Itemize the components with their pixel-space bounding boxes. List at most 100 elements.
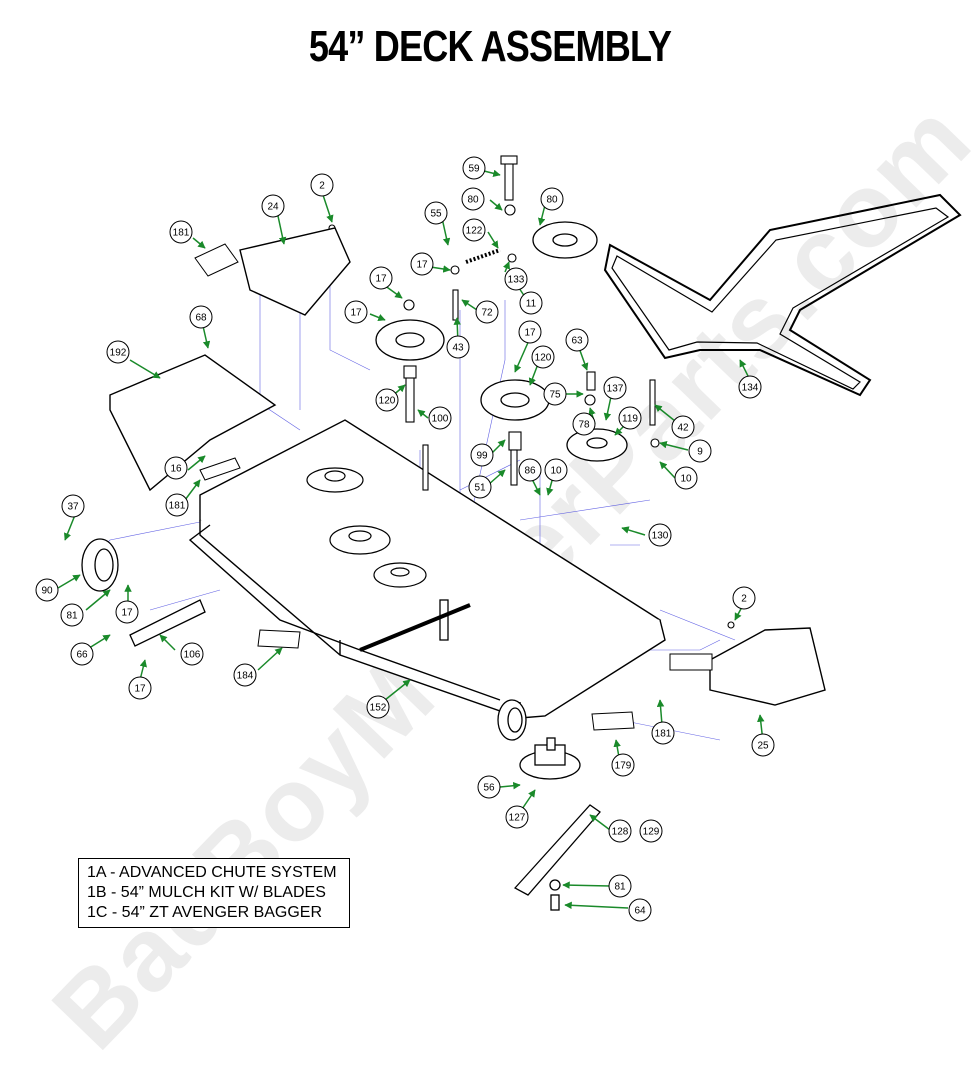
callout-number: 17 [121,608,133,619]
callout-number: 81 [614,882,626,893]
anti-scalp-wheels [81,538,527,741]
callout-number: 127 [509,813,526,824]
callout-bubble: 37 [61,494,85,518]
callout-number: 64 [634,906,646,917]
callout-bubble: 17 [369,266,393,290]
callout-number: 80 [546,195,558,206]
callout-number: 43 [452,343,464,354]
callout-bubble: 80 [540,187,564,211]
callout-number: 51 [474,483,486,494]
callout-number: 2 [319,181,325,192]
callout-number: 133 [508,275,525,286]
callout-bubble: 9 [688,439,712,463]
callout-number: 2 [741,594,747,605]
callout-bubble: 181 [165,493,189,517]
callout-number: 134 [742,383,759,394]
callout-number: 17 [350,308,362,319]
callout-bubble: 17 [410,252,434,276]
decals [194,243,713,731]
callout-number: 184 [237,671,254,682]
callout-bubble: 55 [424,201,448,225]
callout-bubble: 56 [477,775,501,799]
callout-bubble: 90 [35,578,59,602]
callout-number: 192 [110,348,127,359]
callout-bubble: 152 [366,695,390,719]
callout-number: 11 [526,299,537,310]
callout-number: 181 [169,501,186,512]
callout-bubble: 181 [169,220,193,244]
right-chute [709,627,826,706]
callout-number: 90 [41,586,53,597]
callout-number: 100 [432,414,449,425]
callout-bubble: 63 [565,328,589,352]
callout-bubble: 25 [751,733,775,757]
callout-bubble: 122 [462,218,486,242]
top-chute [239,227,351,316]
callout-bubble: 100 [428,406,452,430]
callout-number: 181 [173,228,190,239]
callout-bubble: 66 [70,642,94,666]
deck-pulleys [306,467,427,588]
callout-bubble: 75 [543,382,567,406]
callout-number: 68 [195,313,207,324]
callout-bubble: 81 [608,874,632,898]
callout-bubble: 81 [60,603,84,627]
callout-number: 17 [375,274,387,285]
callout-bubble: 119 [618,406,642,430]
callout-bubble: 120 [375,388,399,412]
callout-bubble: 17 [518,320,542,344]
callout-bubble: 17 [128,676,152,700]
callout-bubble: 68 [189,305,213,329]
callout-number: 120 [379,396,396,407]
callout-number: 181 [655,729,672,740]
callout-number: 10 [550,466,562,477]
callout-bubble: 17 [344,300,368,324]
callout-number: 122 [466,226,483,237]
callout-number: 119 [622,414,638,425]
callout-bubble: 43 [446,335,470,359]
callout-number: 129 [643,827,660,838]
callout-bubble: 192 [106,340,130,364]
callout-number: 9 [697,447,703,458]
drive-belt [603,193,962,397]
callout-bubble: 129 [639,819,663,843]
callout-bubble: 106 [180,642,204,666]
kit-item: 1C - 54” ZT AVENGER BAGGER [87,904,323,921]
callout-number: 137 [607,384,624,395]
callout-bubble: 184 [233,663,257,687]
callout-number: 81 [66,611,78,622]
callout-number: 78 [578,420,590,431]
callout-bubble: 11 [519,291,543,315]
callout-number: 10 [680,474,692,485]
page-title: 54” DECK ASSEMBLY [308,22,672,71]
kit-list-box: 1A - ADVANCED CHUTE SYSTEM 1B - 54” MULC… [78,858,350,928]
callout-bubble: 59 [462,156,486,180]
callout-bubble: 16 [164,456,188,480]
callout-number: 86 [524,466,536,477]
callout-number: 16 [170,464,182,475]
callout-bubble: 72 [475,300,499,324]
callout-bubble: 130 [648,523,672,547]
callout-bubble: 127 [505,805,529,829]
kit-item: 1B - 54” MULCH KIT W/ BLADES [87,884,326,901]
callout-bubble: 2 [310,173,334,197]
callout-bubble: 10 [544,458,568,482]
spindle-blade [513,737,601,911]
callout-number: 63 [571,336,583,347]
callout-number: 17 [416,260,428,271]
callout-number: 128 [612,827,629,838]
callout-number: 17 [524,328,536,339]
callout-bubble: 134 [738,375,762,399]
callout-number: 37 [67,502,79,513]
callout-bubble: 86 [518,458,542,482]
callout-number: 25 [757,741,769,752]
callout-number: 179 [615,761,632,772]
callout-number: 152 [370,703,387,714]
callout-bubble: 42 [671,415,695,439]
callout-number: 130 [652,531,669,542]
callout-number: 106 [184,650,201,661]
callout-number: 56 [483,783,495,794]
callout-bubble: 133 [504,267,528,291]
callout-number: 17 [134,684,146,695]
